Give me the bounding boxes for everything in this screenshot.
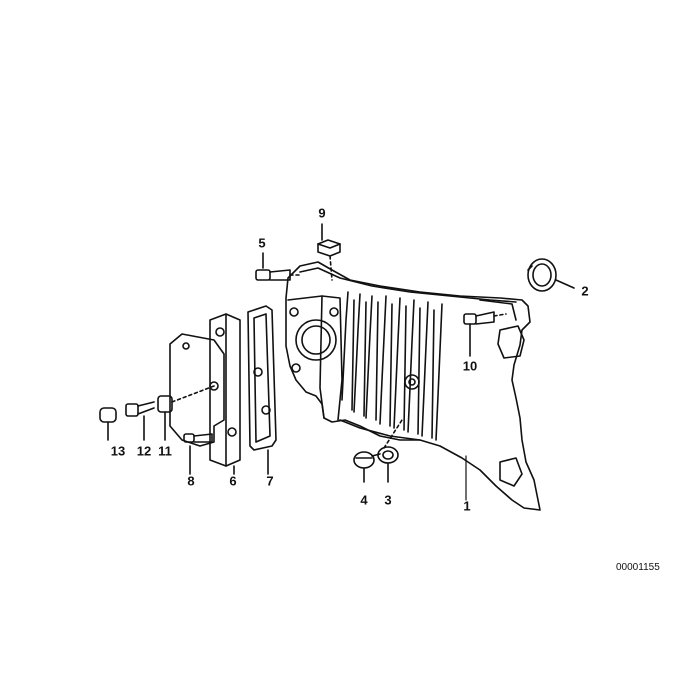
callout-9: 9 (318, 205, 326, 221)
cap-nut-part-13 (99, 407, 117, 441)
seal-ring-part-2 (527, 258, 575, 292)
callout-3: 3 (384, 492, 392, 508)
diagram-reference-number: 00001155 (616, 562, 660, 573)
bracket-plate (169, 333, 225, 447)
callout-13: 13 (110, 443, 126, 459)
bolt-part-8 (183, 433, 213, 475)
callout-7: 7 (266, 473, 274, 489)
callout-1: 1 (463, 498, 471, 514)
nut-part-9 (317, 223, 341, 281)
sleeve-part-11 (157, 385, 215, 441)
housing-part-1 (285, 261, 541, 511)
screw-part-5 (255, 252, 301, 281)
callout-4: 4 (360, 492, 368, 508)
gasket-part-7 (247, 305, 277, 475)
callout-5: 5 (258, 235, 266, 251)
callout-11: 11 (158, 443, 172, 459)
washer-part-3 (377, 446, 399, 483)
callout-6: 6 (229, 473, 237, 489)
bolt-part-10 (463, 311, 507, 357)
cover-plate-part-6 (209, 313, 241, 475)
drain-plug-part-4 (353, 419, 403, 483)
stud-part-12 (125, 401, 155, 441)
callout-8: 8 (187, 473, 195, 489)
callout-12: 12 (136, 443, 152, 459)
callout-10: 10 (462, 358, 478, 374)
callout-2: 2 (581, 283, 589, 299)
